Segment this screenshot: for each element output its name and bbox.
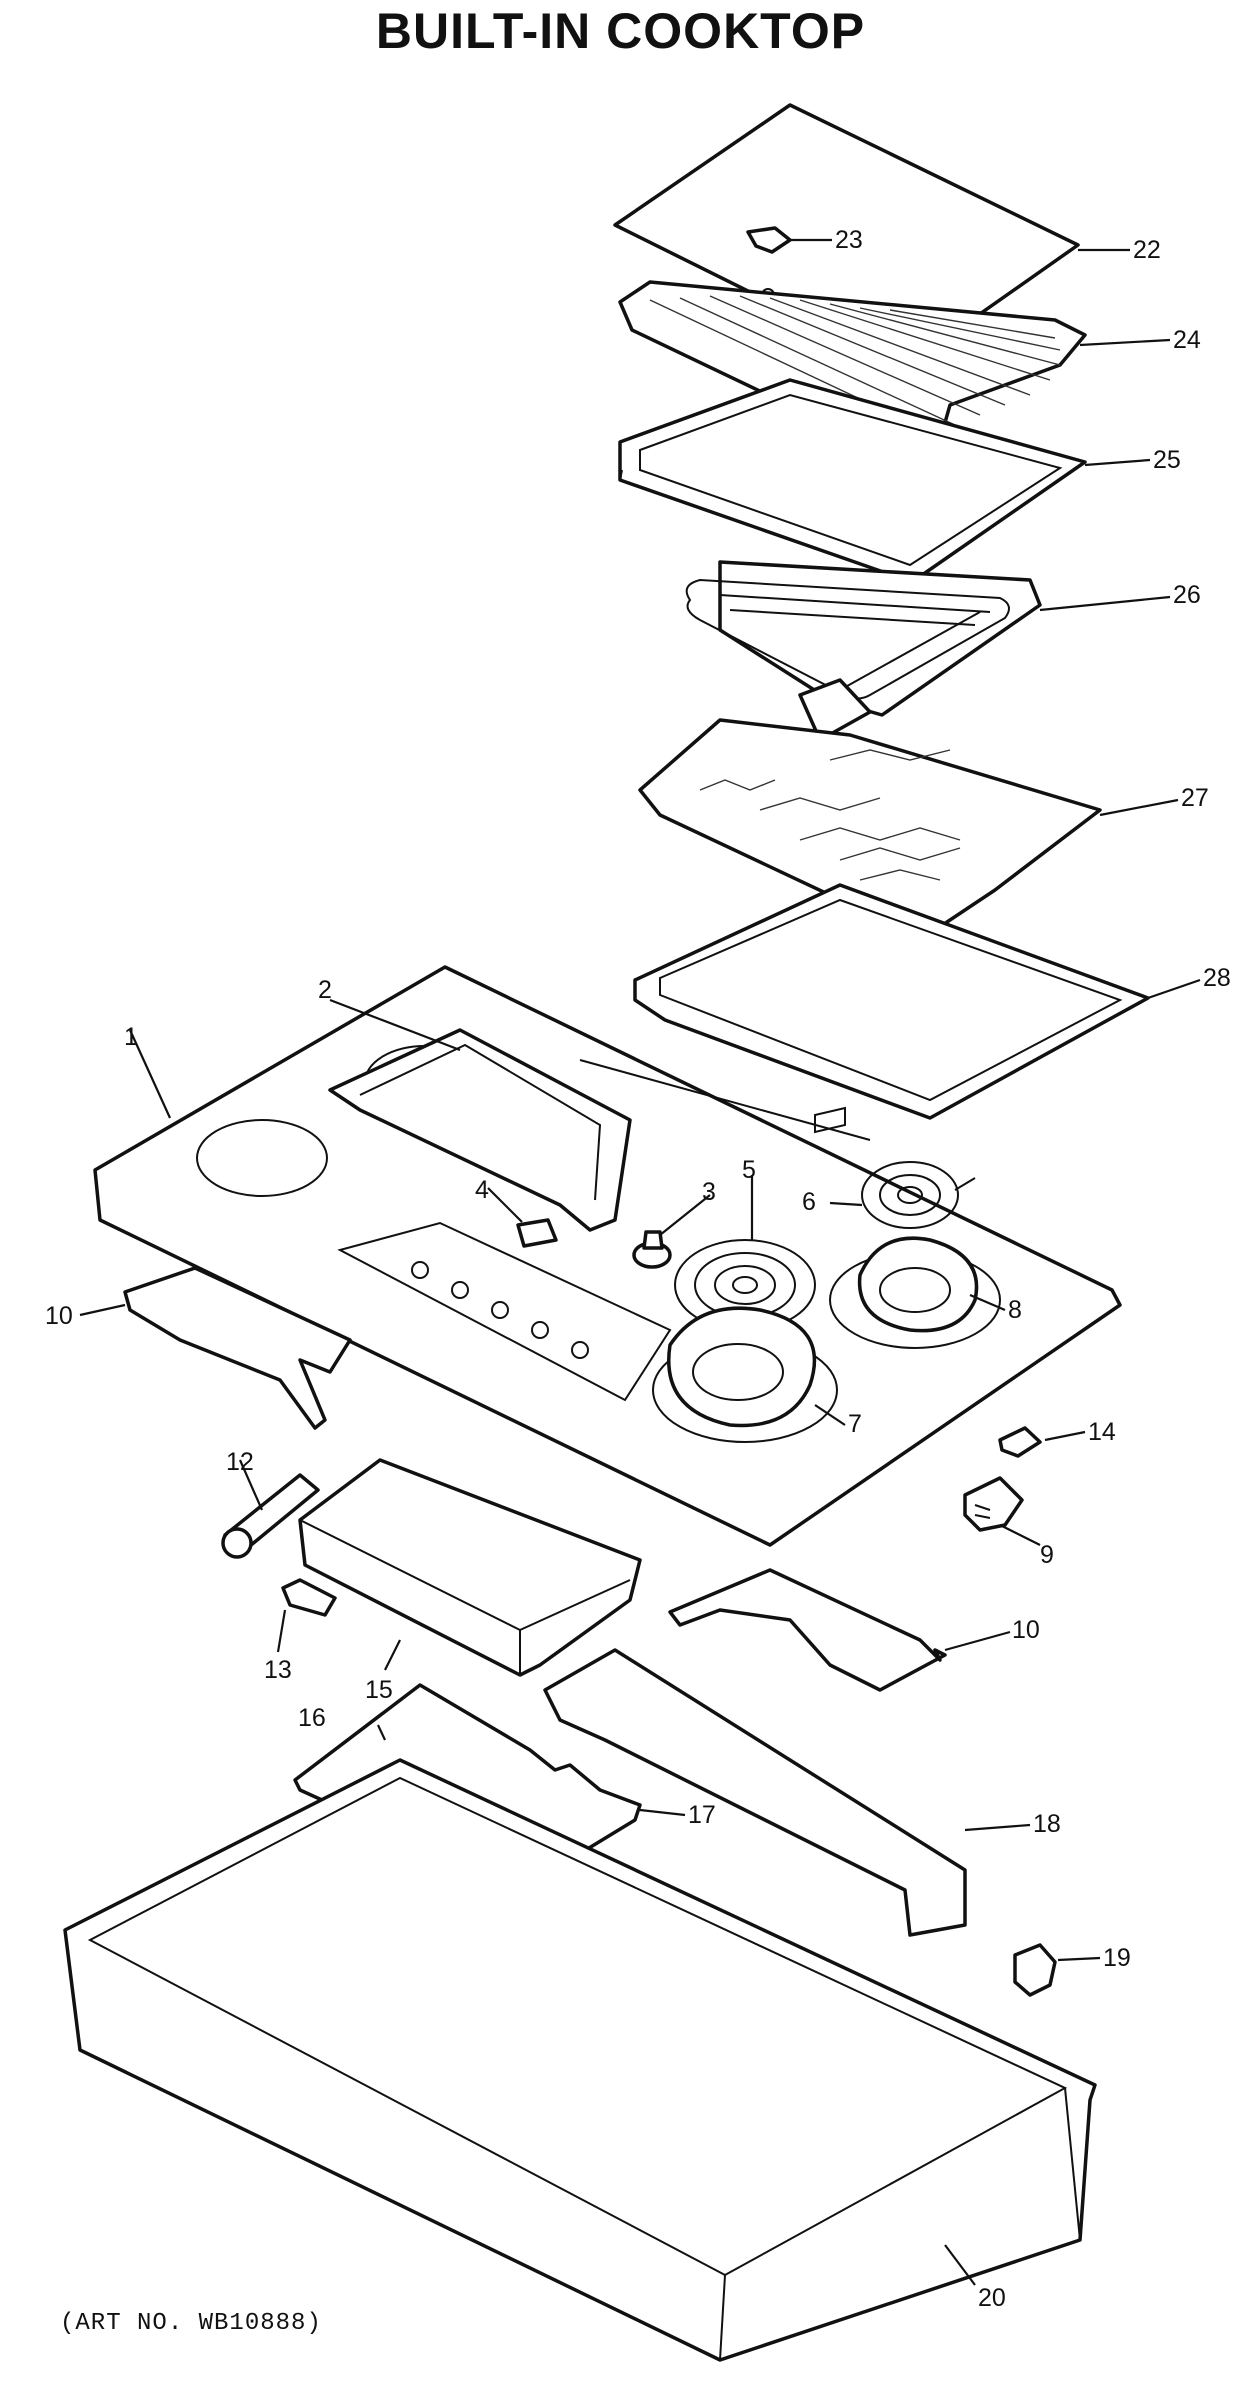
part-7-drip-bowl[interactable]: [667, 1306, 817, 1428]
part-20-base-box[interactable]: [63, 1758, 1097, 2362]
part-8-small-drip-bowl[interactable]: [857, 1236, 979, 1333]
callout-6: 6: [802, 1188, 816, 1216]
callout-13: 13: [264, 1656, 292, 1684]
part-26-heating-element[interactable]: [685, 560, 1042, 742]
callout-18: 18: [1033, 1810, 1061, 1838]
part-9-receptacle[interactable]: [963, 1476, 1024, 1532]
callout-17: 17: [688, 1801, 716, 1829]
callout-10a: 10: [45, 1302, 73, 1330]
part-18-rear-panel[interactable]: [543, 1648, 967, 1937]
callout-12: 12: [226, 1448, 254, 1476]
part-4-switch[interactable]: [516, 1218, 558, 1248]
callout-2: 2: [318, 976, 332, 1004]
page-title: BUILT-IN COOKTOP: [375, 3, 866, 59]
part-13-block[interactable]: [281, 1578, 337, 1617]
callout-5: 5: [742, 1156, 756, 1184]
part-15-control-box[interactable]: [298, 1458, 642, 1677]
callout-8: 8: [1008, 1296, 1022, 1324]
callout-28: 28: [1203, 964, 1231, 992]
callout-23: 23: [835, 226, 863, 254]
leader-lines: [79, 238, 1201, 2286]
part-12-terminal[interactable]: [221, 1473, 320, 1559]
callout-26: 26: [1173, 581, 1201, 609]
callout-22: 22: [1133, 236, 1161, 264]
part-10-left-bracket[interactable]: [123, 1266, 352, 1430]
callout-7: 7: [848, 1410, 862, 1438]
callout-20: 20: [978, 2284, 1006, 2312]
callout-10b: 10: [1012, 1616, 1040, 1644]
part-10-right-bracket[interactable]: [668, 1568, 947, 1692]
part-27-reflector-plate[interactable]: [638, 718, 1102, 942]
callout-1: 1: [124, 1023, 138, 1051]
callout-labels: 23 22 24 25 26 27 28 2 1 4 3 5 6 7 8 10 …: [45, 226, 1231, 2312]
part-25-drip-tray[interactable]: [618, 378, 1087, 584]
callout-3: 3: [702, 1178, 716, 1206]
callout-25: 25: [1153, 446, 1181, 474]
art-number: (ART NO. WB10888): [60, 2310, 322, 2337]
callout-15: 15: [365, 1676, 393, 1704]
callout-9: 9: [1040, 1541, 1054, 1569]
part-19-bracket[interactable]: [1013, 1943, 1057, 1997]
callout-24: 24: [1173, 326, 1201, 354]
callout-14: 14: [1088, 1418, 1116, 1446]
part-28-griddle-well[interactable]: [633, 883, 1150, 1134]
callout-19: 19: [1103, 1944, 1131, 1972]
callout-16: 16: [298, 1704, 326, 1732]
part-2-vent-frame[interactable]: [328, 1028, 632, 1232]
part-24-grill-rack[interactable]: [618, 280, 1087, 460]
part-14-clip[interactable]: [998, 1426, 1042, 1458]
part-6-small-surface-element[interactable]: [861, 1161, 976, 1229]
part-3-knob[interactable]: [632, 1230, 672, 1269]
callout-27: 27: [1181, 784, 1209, 812]
callout-4: 4: [475, 1176, 489, 1204]
